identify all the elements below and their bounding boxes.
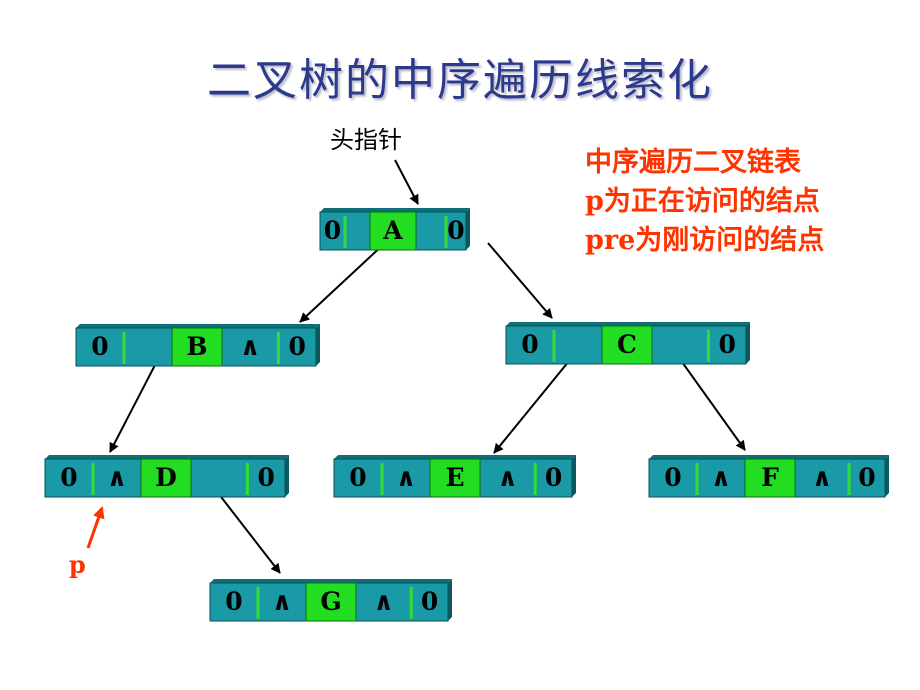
node-rchild-field bbox=[191, 459, 247, 497]
edge-b-d bbox=[109, 364, 156, 453]
edge-d-g bbox=[217, 492, 281, 574]
edge-c-e bbox=[493, 349, 579, 454]
node-lchild-field bbox=[554, 326, 602, 364]
tree-node-f: 0 ∧ F ∧ 0 bbox=[648, 455, 889, 498]
node-lchild-field: ∧ bbox=[271, 587, 293, 616]
node-data-field: E bbox=[445, 463, 465, 492]
node-side-face bbox=[285, 455, 289, 497]
node-rchild-field bbox=[416, 212, 446, 250]
node-data-field: G bbox=[320, 587, 342, 616]
node-data-field: D bbox=[155, 463, 177, 492]
node-data-field: C bbox=[617, 330, 637, 359]
page-title: 二叉树的中序遍历线索化 bbox=[207, 55, 713, 106]
node-ltag-field: 0 bbox=[225, 587, 243, 616]
node-lchild-field: ∧ bbox=[395, 463, 417, 492]
node-data-field bbox=[429, 458, 481, 498]
legend-line-1: 中序遍历二叉链表 bbox=[585, 147, 801, 178]
node-lchild-field: ∧ bbox=[710, 463, 732, 492]
legend-line-2: p为正在访问的结点 bbox=[585, 186, 820, 217]
node-rtag-field: 0 bbox=[288, 332, 306, 361]
node-side-face bbox=[466, 208, 470, 250]
node-data-field bbox=[305, 582, 357, 622]
node-rchild-field: ∧ bbox=[240, 332, 261, 361]
node-ltag-field: 0 bbox=[521, 330, 539, 359]
p-pointer-label: p bbox=[69, 550, 86, 579]
node-data-field bbox=[369, 211, 417, 251]
node-top-face bbox=[76, 324, 320, 328]
node-lchild-field: ∧ bbox=[106, 463, 128, 492]
node-data-field: B bbox=[186, 332, 208, 361]
node-shape bbox=[75, 324, 320, 367]
node-rchild-field: ∧ bbox=[497, 463, 518, 492]
legend: 中序遍历二叉链表 p为正在访问的结点 pre为刚访问的结点 bbox=[585, 143, 824, 260]
head-pointer-label: 头指针 bbox=[330, 126, 402, 154]
node-lchild-field bbox=[124, 328, 172, 366]
node-top-face bbox=[320, 208, 470, 212]
tree-node-e: 0 ∧ E ∧ 0 bbox=[333, 455, 576, 498]
head-pointer-arrow bbox=[394, 159, 419, 205]
node-rchild-field: ∧ bbox=[811, 463, 833, 492]
node-side-face bbox=[572, 455, 576, 497]
node-side-face bbox=[316, 324, 320, 366]
tree-node-g: 0 ∧ G ∧ 0 bbox=[209, 579, 452, 622]
node-rtag-field: 0 bbox=[544, 463, 563, 492]
node-top-face bbox=[45, 455, 289, 459]
node-data-field bbox=[171, 327, 223, 367]
node-top-face bbox=[506, 322, 750, 326]
tree-node-c: 0 C 0 bbox=[505, 322, 750, 365]
node-rtag-field: 0 bbox=[718, 330, 736, 359]
node-rtag-field: 0 bbox=[858, 463, 876, 492]
node-data-field bbox=[601, 325, 653, 365]
node-data-field: F bbox=[761, 463, 779, 492]
tree-node-d: 0 ∧ D 0 bbox=[44, 455, 289, 498]
node-data-field: A bbox=[383, 216, 403, 245]
node-top-face bbox=[334, 455, 576, 459]
node-shape bbox=[648, 455, 889, 498]
edge-a-b bbox=[299, 242, 386, 323]
node-lchild-field bbox=[345, 212, 370, 250]
legend-line-3: pre为刚访问的结点 bbox=[585, 225, 825, 256]
node-ltag-field: 0 bbox=[349, 463, 367, 492]
edge-a-c bbox=[487, 242, 553, 319]
node-rtag-field: 0 bbox=[257, 463, 275, 492]
node-shape bbox=[319, 208, 470, 251]
node-ltag-field: 0 bbox=[60, 463, 78, 492]
node-top-face bbox=[649, 455, 889, 459]
node-rchild-field: ∧ bbox=[373, 587, 394, 616]
node-rtag-field: 0 bbox=[447, 216, 465, 245]
node-shape bbox=[505, 322, 750, 365]
node-data-field bbox=[140, 458, 192, 498]
node-shape bbox=[333, 455, 576, 498]
tree-node-a: 0 A 0 bbox=[319, 208, 470, 251]
node-side-face bbox=[885, 455, 889, 497]
node-ltag-field: 0 bbox=[323, 216, 342, 245]
node-ltag-field: 0 bbox=[664, 463, 682, 492]
edge-c-f bbox=[671, 347, 746, 451]
node-ltag-field: 0 bbox=[91, 332, 109, 361]
node-top-face bbox=[210, 579, 452, 583]
node-side-face bbox=[448, 579, 452, 621]
node-shape bbox=[44, 455, 289, 498]
node-rtag-field: 0 bbox=[420, 587, 439, 616]
node-rchild-field bbox=[652, 326, 708, 364]
tree-node-b: 0 B ∧ 0 bbox=[75, 324, 320, 367]
p-pointer-arrow bbox=[86, 506, 105, 549]
node-side-face bbox=[746, 322, 750, 364]
node-shape bbox=[209, 579, 452, 622]
node-data-field bbox=[744, 458, 796, 498]
